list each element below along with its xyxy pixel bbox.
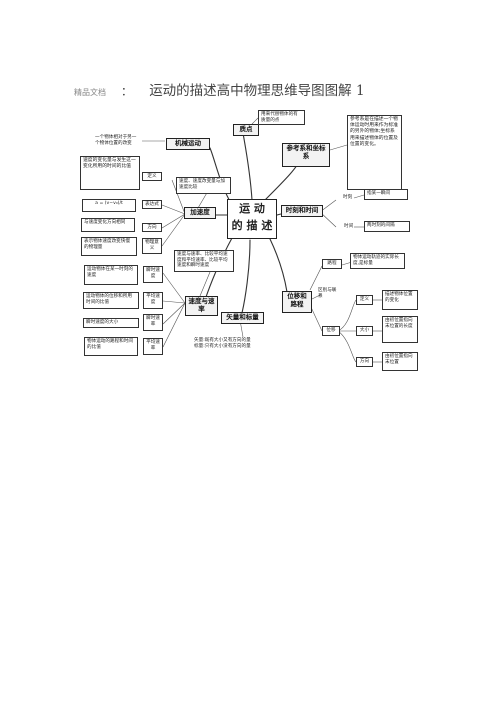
acceleration-direction-label: 方向 (142, 223, 162, 232)
displacement-diff-label: 区别与联系 (318, 288, 337, 299)
acceleration-formula-label: 表达式 (142, 200, 162, 209)
topic-time: 时刻和时间 (281, 205, 323, 217)
acceleration-formula: a = (v−v₀)/t (82, 199, 136, 212)
topic-reference-frame: 参考系和坐标系 (282, 143, 330, 167)
connector-vector (241, 239, 251, 314)
time-interval-label: 时间 (344, 224, 354, 229)
connector-particle (242, 132, 253, 201)
topic-mechanical-motion: 机械运动 (166, 138, 210, 150)
acceleration-definition-label: 定义 (142, 172, 162, 181)
time-moment-label: 时刻 (343, 195, 353, 200)
reference-frame-desc: 参考系是在描述一个物体运动时用来作为标准的另外的物体;坐标系用来描述物体的位置及… (347, 115, 402, 190)
topic-acceleration: 加速度 (184, 207, 216, 219)
topic-vector-scalar: 矢量和标量 (221, 312, 264, 324)
time-moment: 指某一瞬间 (364, 189, 408, 200)
velocity-note: 速度与速率、比较平均速度和平均速率、比较平均速度和瞬时速度 (174, 250, 234, 272)
particle-desc: 用来代替物体的有质量的点 (258, 110, 305, 125)
mechanical-motion-desc: 一个物体相对于另一个物体位置的改变 (93, 134, 142, 149)
velocity-instant: 运动物体在某一时刻的速度 (84, 265, 138, 285)
velocity-instant-speed-label: 瞬时速率 (143, 314, 163, 331)
displacement-mag-label: 大小 (356, 326, 373, 336)
displacement-dir-label: 方向 (356, 357, 373, 367)
acceleration-definition: 速度的变化量与发生这一变化所用的时间的比值 (80, 156, 140, 190)
header-small-label: 精品文档 (74, 88, 106, 97)
topic-particle: 质点 (233, 124, 259, 136)
acceleration-meaning-label: 物理意义 (142, 238, 162, 254)
displacement-def-label: 定义 (356, 295, 373, 305)
central-topic-line1: 运 动 (239, 202, 265, 215)
velocity-average-speed: 物体运动的路程和时间的比值 (84, 337, 138, 356)
central-topic-line2: 的 描 述 (231, 218, 273, 232)
header-colon: ： (121, 85, 133, 98)
acceleration-meaning: 表示物体速度改变快慢的物理量 (81, 237, 137, 256)
acceleration-direction: 与速度变化方向相同 (81, 218, 135, 232)
displacement-dir: 由初位置指向末位置 (382, 352, 418, 371)
topic-displacement: 位移和路程 (282, 291, 312, 313)
header-title: 运动的描述高中物理思维导图图解 1 (149, 83, 365, 99)
displacement-disp-label: 位移 (322, 326, 340, 336)
displacement-def: 描述物体位置的变化 (382, 290, 418, 310)
displacement-mag: 由初位置指向末位置的长度 (382, 316, 418, 343)
scalar-desc: 标量:只有大小没有方向的量 (194, 343, 251, 349)
velocity-average: 运动物体的位移和所用时间的比值 (83, 292, 139, 309)
time-interval: 两时刻的间隔 (364, 221, 410, 232)
displacement-path-label: 路程 (322, 259, 342, 269)
central-topic: 运 动 的 描 述 (227, 199, 277, 239)
connector-displacement (269, 238, 288, 293)
velocity-average-label: 平均速度 (143, 292, 163, 309)
vector-scalar-desc: 矢量:既有大小又有方向的量 标量:只有大小没有方向的量 (192, 337, 270, 357)
vector-desc: 矢量:既有大小又有方向的量 (194, 338, 251, 343)
velocity-instant-speed: 瞬时速度的大小 (83, 318, 139, 328)
velocity-instant-label: 瞬时速度 (143, 266, 163, 283)
topic-velocity: 速度与速率 (185, 296, 218, 316)
acceleration-note: 速度、速度改变量与加速度比较 (176, 177, 231, 194)
displacement-path: 物体运动轨迹的实际长度,是标量 (350, 253, 405, 269)
velocity-average-speed-label: 平均速率 (143, 338, 163, 355)
document-header: 精品文档 ： 运动的描述高中物理思维导图图解 1 (74, 79, 365, 99)
